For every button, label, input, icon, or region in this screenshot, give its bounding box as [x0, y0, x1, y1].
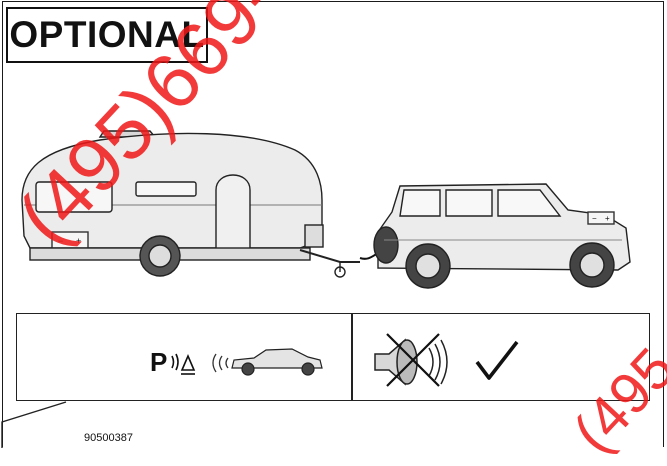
- mute-group: [367, 324, 557, 394]
- caravan-battery-plus: +: [76, 236, 81, 246]
- folded-corner: [0, 400, 70, 450]
- suv-drawing: [374, 184, 630, 288]
- speaker-muted-icon: [375, 334, 447, 386]
- checkmark-icon: [477, 342, 517, 378]
- caravan-battery-minus: −: [58, 236, 63, 246]
- car-battery-plus: +: [605, 214, 610, 223]
- info-panel: P: [16, 313, 650, 401]
- car-battery-minus: −: [592, 214, 597, 223]
- sensor-waves-icon: [213, 354, 228, 372]
- document-code: 90500387: [84, 432, 133, 444]
- car-icon: [232, 349, 322, 375]
- towing-illustration: − + − +: [0, 0, 667, 310]
- caravan-drawing: [22, 131, 360, 277]
- parking-sensor-icon: [172, 354, 195, 374]
- parking-letter: P: [150, 347, 167, 377]
